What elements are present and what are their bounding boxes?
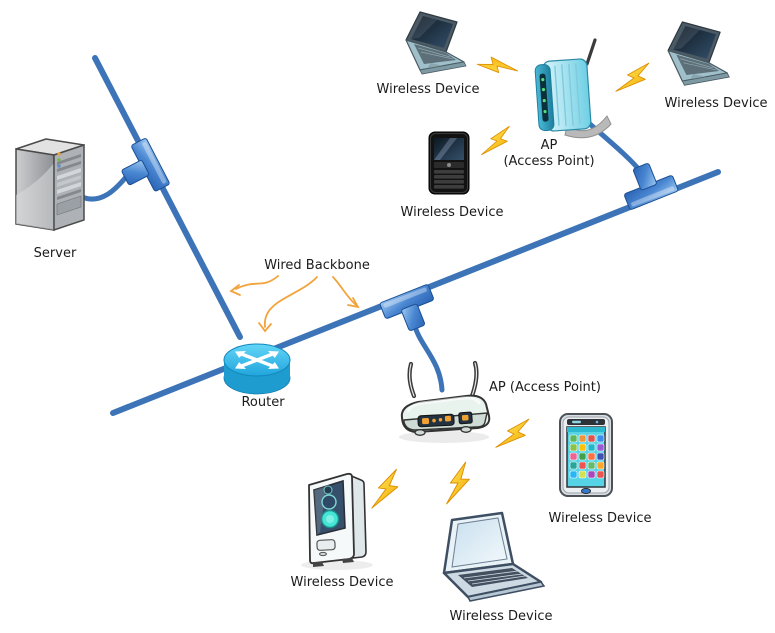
label-wired-backbone: Wired Backbone [264,258,370,273]
label-ap1-line2: (Access Point) [503,154,595,169]
tap-connector-ap2 [379,283,443,339]
access-point-router-icon [399,360,491,443]
label-wireless-device-laptop-bottom: Wireless Device [449,609,553,624]
smartphone-icon [428,131,470,195]
label-wireless-device-tower: Wireless Device [290,575,394,590]
ap2-cable [411,319,445,393]
label-wireless-device-tablet: Wireless Device [548,511,652,526]
wireless-link-bolt-5 [446,461,470,505]
laptop-icon-top-right [667,21,730,86]
desktop-tower-icon [301,472,373,570]
label-wireless-device-laptop-top-right: Wireless Device [664,96,768,111]
backbone-callout-arrows [229,275,360,333]
wired-backbone-line-left [92,55,243,340]
laptop-icon-top-left [405,11,467,75]
wireless-link-bolt-4 [495,411,533,457]
label-ap1-line1: AP [540,138,558,153]
label-wireless-device-laptop-top-left: Wireless Device [376,82,480,97]
wireless-link-bolt-6 [371,466,401,512]
label-server: Server [33,246,77,261]
server-cable [77,169,133,202]
access-point-modem-icon [534,38,612,139]
wireless-link-bolt-1 [475,50,519,82]
server-tower-icon [15,138,85,232]
label-wireless-device-phone: Wireless Device [400,205,504,220]
tap-connector-ap1 [615,155,679,211]
label-ap2: AP (Access Point) [489,380,601,395]
laptop-icon-bottom [442,511,546,602]
wireless-link-bolt-2 [615,55,653,101]
tablet-icon [559,413,613,497]
label-router: Router [241,395,285,410]
router-icon [223,343,291,395]
